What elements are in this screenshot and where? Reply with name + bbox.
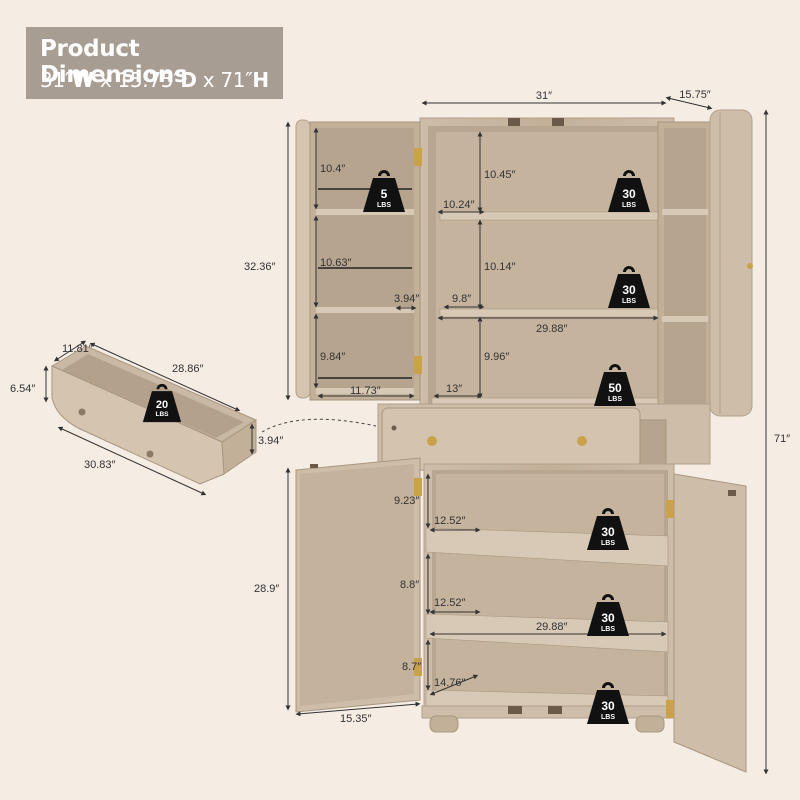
- label-lower-shelf-2: 8.8″: [400, 579, 419, 591]
- label-overall-height: 71″: [774, 433, 790, 445]
- badge-dimensions: 31″W x 15.75″D x 71″H: [40, 68, 269, 92]
- middle-drawer: [377, 403, 711, 471]
- weight-value: 20: [156, 399, 168, 411]
- weight-icon-upper-shelf-2: 30 LBS: [608, 266, 650, 308]
- label-upper-height: 32.36″: [244, 261, 276, 273]
- label-lower-shelf-1: 9.23″: [394, 495, 419, 507]
- label-upper-depth-3: 13″: [446, 383, 462, 395]
- label-drawer-depth: 11.81″: [62, 343, 93, 355]
- overall-depth-value: 15.75″: [117, 68, 181, 92]
- drawer-callout-curve: [261, 418, 377, 433]
- dimensions-badge: Product Dimensions 31″W x 15.75″D x 71″H: [26, 27, 283, 99]
- overall-width-value: 31″: [40, 68, 73, 92]
- weight-unit: LBS: [601, 540, 615, 547]
- label-lower-door-width: 15.35″: [340, 713, 372, 725]
- upper-left-door: [295, 119, 422, 401]
- weight-icon-drawer: 20 LBS: [142, 383, 182, 423]
- weight-unit: LBS: [156, 411, 170, 418]
- weight-value: 30: [601, 611, 615, 625]
- width-unit: W: [72, 68, 94, 92]
- weight-icon-upper-shelf-3: 50 LBS: [594, 364, 636, 406]
- weight-unit: LBS: [377, 202, 391, 209]
- label-lower-shelf-width: 29.88″: [536, 621, 568, 633]
- label-lower-height: 28.9″: [254, 583, 279, 595]
- weight-value: 30: [622, 187, 636, 201]
- label-upper-shelf-3: 9.96″: [484, 351, 509, 363]
- weight-unit: LBS: [601, 626, 615, 633]
- overall-height-value: 71″: [220, 68, 253, 92]
- label-upper-depth-1: 10.24″: [443, 199, 475, 211]
- label-drawer-width: 30.83″: [84, 459, 116, 471]
- label-door-shelf-2: 10.63″: [320, 257, 352, 269]
- label-upper-shelf-2: 10.14″: [484, 261, 516, 273]
- label-drawer-height: 6.54″: [10, 383, 35, 395]
- separator-2: x: [196, 68, 221, 92]
- label-upper-depth-2: 9.8″: [452, 293, 471, 305]
- weight-icon-lower-shelf-1: 30 LBS: [587, 508, 629, 550]
- upper-cabinet: [419, 117, 675, 411]
- weight-value: 30: [601, 699, 615, 713]
- weight-unit: LBS: [608, 396, 622, 403]
- label-door-depth: 3.94″: [394, 293, 419, 305]
- weight-unit: LBS: [601, 714, 615, 721]
- lower-left-door: [295, 457, 422, 713]
- weight-icon-lower-shelf-3: 30 LBS: [587, 682, 629, 724]
- label-drawer-inner-width: 28.86″: [172, 363, 204, 375]
- label-overall-width: 31″: [536, 90, 552, 102]
- weight-icon-upper-shelf-1: 30 LBS: [608, 170, 650, 212]
- label-door-shelf-3: 9.84″: [320, 351, 345, 363]
- weight-value: 5: [381, 187, 388, 201]
- weight-value: 30: [601, 525, 615, 539]
- label-door-shelf-1: 10.4″: [320, 163, 345, 175]
- badge-title: Product Dimensions: [40, 36, 188, 88]
- weight-icon-lower-shelf-2: 30 LBS: [587, 594, 629, 636]
- label-overall-depth: 15.75″: [679, 89, 711, 101]
- label-upper-shelf-width: 29.88″: [536, 323, 568, 335]
- weight-value: 30: [622, 283, 636, 297]
- dimension-labels: 31″ 15.75″ 71″ 32.36″ 28.9″ 15.35″ 10.4″…: [10, 89, 790, 725]
- label-upper-shelf-1: 10.45″: [484, 169, 516, 181]
- lower-right-door: [666, 473, 747, 773]
- weight-value: 50: [608, 381, 622, 395]
- label-drawer-inner-height: 3.94″: [258, 435, 283, 447]
- weight-unit: LBS: [622, 298, 636, 305]
- weight-icon-upper-door: 5 LBS: [363, 170, 405, 212]
- label-lower-shelf-3: 8.7″: [402, 661, 421, 673]
- height-unit: H: [252, 68, 269, 92]
- label-door-width: 11.73″: [350, 385, 381, 397]
- upper-right-door: [657, 109, 753, 417]
- depth-unit: D: [180, 68, 197, 92]
- label-lower-depth-3: 14.76″: [434, 677, 466, 689]
- label-lower-depth-2: 12.52″: [434, 597, 466, 609]
- separator-1: x: [93, 68, 118, 92]
- weight-unit: LBS: [622, 202, 636, 209]
- label-lower-depth-1: 12.52″: [434, 515, 466, 527]
